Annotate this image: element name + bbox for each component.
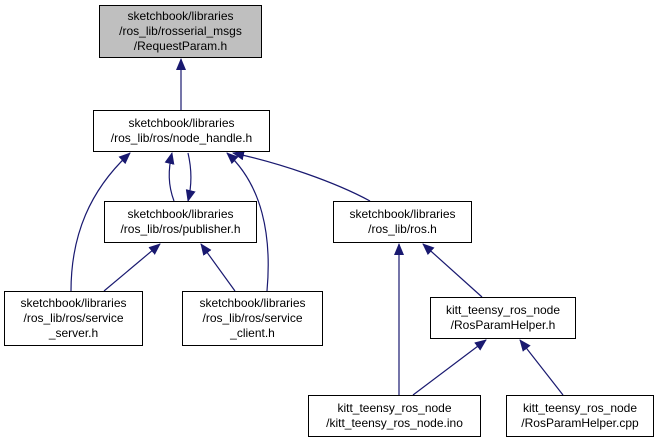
- node-label-line: kitt_teensy_ros_node: [445, 303, 561, 317]
- node-label-line: kitt_teensy_ros_node: [522, 401, 638, 415]
- node-rosparamhelper-cpp[interactable]: kitt_teensy_ros_node /RosParamHelper.cpp: [506, 395, 654, 437]
- node-publisher-h[interactable]: sketchbook/libraries /ros_lib/ros/publis…: [104, 201, 257, 243]
- node-rosparamhelper-h[interactable]: kitt_teensy_ros_node /RosParamHelper.h: [430, 297, 576, 339]
- node-label-line: _client.h: [230, 326, 275, 340]
- node-label-line: /ros_lib/rosserial_msgs: [119, 24, 242, 38]
- node-label-line: kitt_teensy_ros_node: [337, 401, 452, 415]
- node-label-line: _server.h: [48, 326, 99, 340]
- edge-serviceclient-to-publisher: [200, 243, 236, 292]
- node-label-line: sketchbook/libraries: [20, 296, 127, 310]
- node-label-line: /ros_lib/ros/service: [202, 311, 303, 325]
- node-label-line: /kitt_teensy_ros_node.ino: [326, 416, 463, 430]
- node-label-line: /ros_lib/ros.h: [368, 222, 437, 236]
- edge-ros-to-nodehandle: [232, 150, 371, 202]
- node-label-line: /ros_lib/ros/service: [23, 311, 124, 325]
- node-service-client-h[interactable]: sketchbook/libraries /ros_lib/ros/servic…: [182, 291, 323, 346]
- node-label-line: sketchbook/libraries: [128, 116, 235, 130]
- edge-rosparamhelper-cpp-to-rosparamhelper-h: [519, 339, 564, 396]
- edge-nodehandle-to-publisher: [185, 152, 196, 202]
- node-service-server-h[interactable]: sketchbook/libraries /ros_lib/ros/servic…: [4, 291, 143, 346]
- node-requestparam-h[interactable]: sketchbook/libraries /ros_lib/rosserial_…: [99, 5, 262, 58]
- node-label-line: sketchbook/libraries: [127, 9, 234, 23]
- edge-rosparamhelper-h-to-ros: [422, 243, 483, 298]
- edge-kittino-to-rosparamhelper-h: [412, 339, 487, 396]
- node-label-line: /RosParamHelper.h: [450, 318, 556, 332]
- edge-serviceserver-to-nodehandle: [70, 152, 131, 292]
- node-label-line: /RequestParam.h: [133, 39, 228, 53]
- edge-publisher-to-nodehandle: [164, 152, 175, 202]
- node-kitt-ino[interactable]: kitt_teensy_ros_node /kitt_teensy_ros_no…: [308, 395, 481, 437]
- edge-serviceclient-to-nodehandle: [226, 152, 269, 292]
- edge-serviceserver-to-publisher: [103, 243, 161, 292]
- node-node-handle-h[interactable]: sketchbook/libraries /ros_lib/ros/node_h…: [93, 110, 270, 152]
- node-label-line: sketchbook/libraries: [127, 207, 234, 221]
- node-label-line: sketchbook/libraries: [199, 296, 306, 310]
- node-label-line: sketchbook/libraries: [349, 207, 456, 221]
- node-ros-h[interactable]: sketchbook/libraries /ros_lib/ros.h: [333, 201, 472, 243]
- node-label-line: /RosParamHelper.cpp: [521, 416, 639, 430]
- node-label-line: /ros_lib/ros/publisher.h: [120, 222, 241, 236]
- node-label-line: /ros_lib/ros/node_handle.h: [110, 131, 253, 145]
